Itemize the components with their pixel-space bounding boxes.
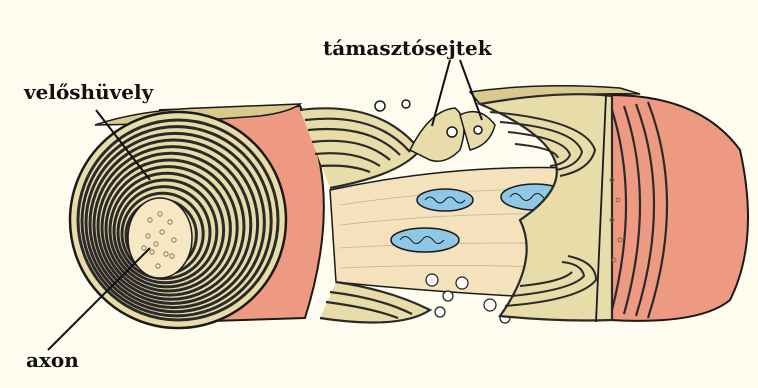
mitochondrion — [391, 228, 459, 252]
label-support-cells: támasztósejtek — [323, 38, 492, 58]
label-myelin-sheath: velőshüvely — [24, 82, 153, 102]
label-axon: axon — [26, 350, 79, 370]
